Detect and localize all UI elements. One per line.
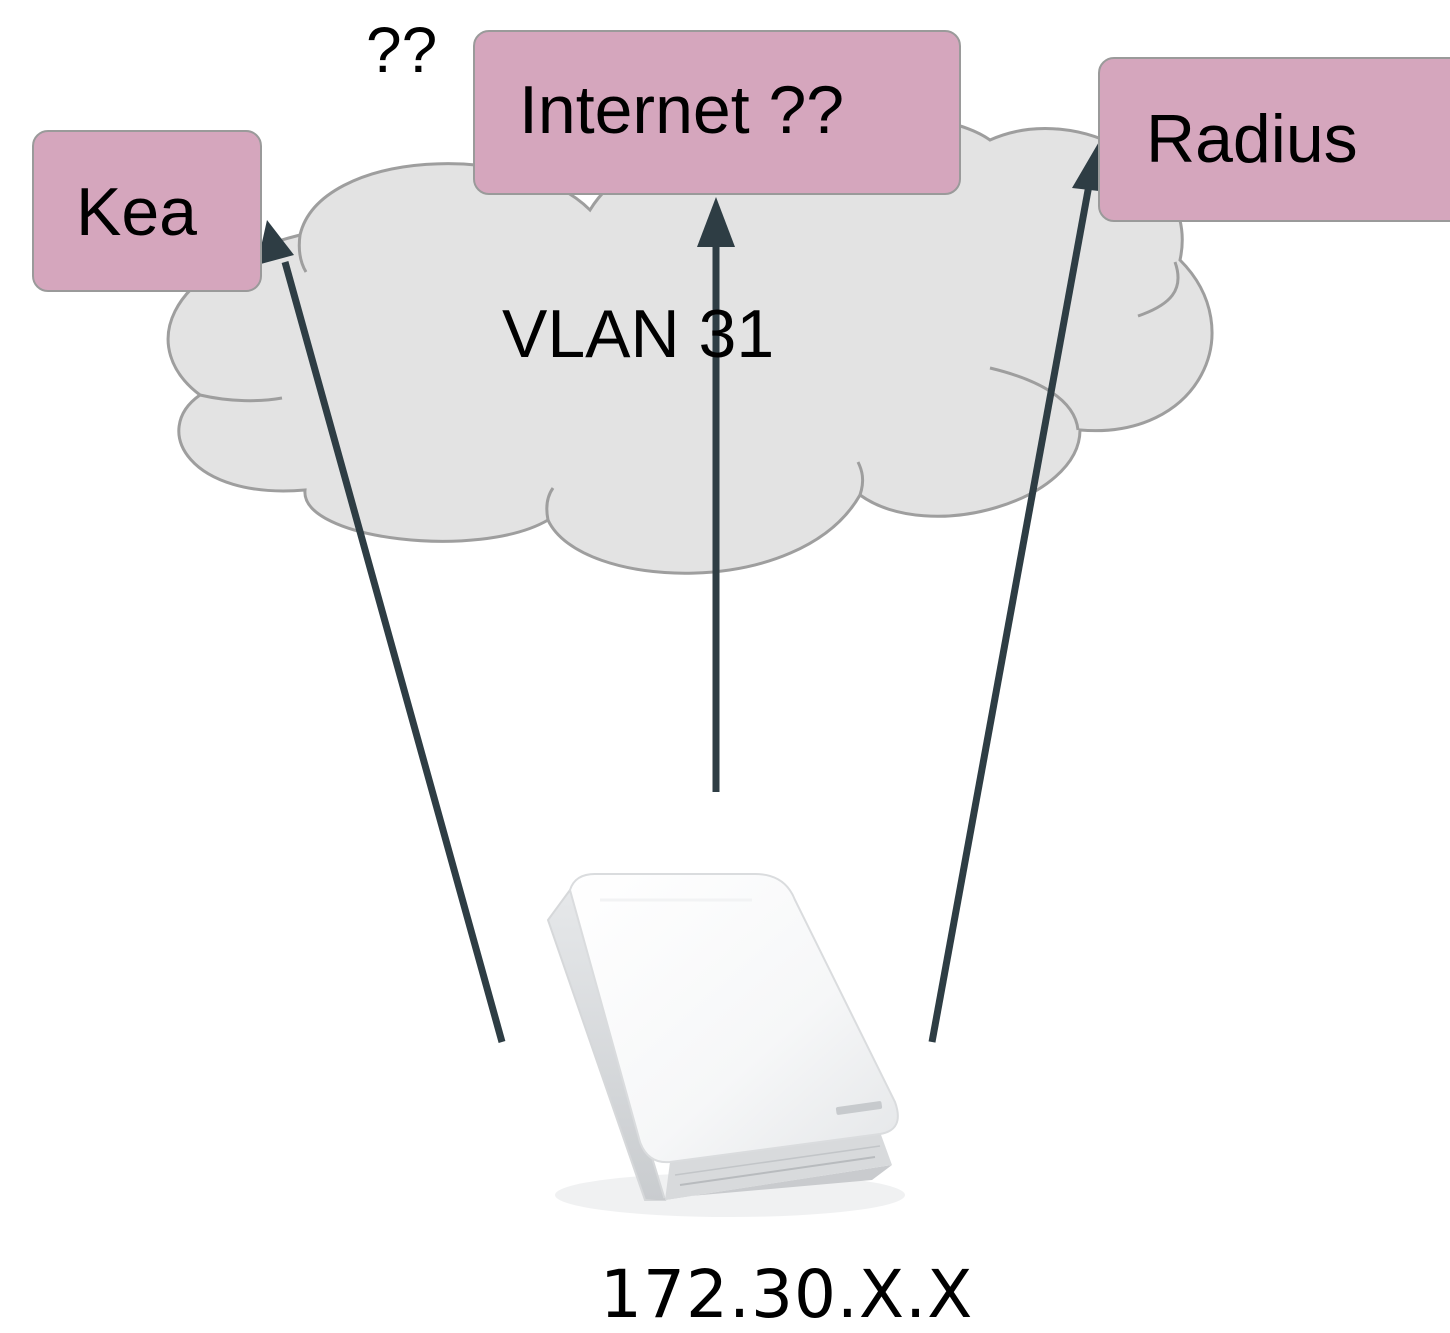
internet-node: Internet ?? [473, 30, 961, 195]
arrowhead-icon [257, 220, 294, 265]
arrowhead-icon [697, 197, 735, 247]
vlan-label: VLAN 31 [502, 296, 775, 372]
access-point-icon [546, 873, 905, 1217]
edge-to-kea [257, 220, 506, 1043]
edge-to-internet [697, 197, 735, 792]
radius-node: Radius [1098, 57, 1450, 222]
internet-label: Internet ?? [519, 72, 845, 148]
kea-label: Kea [76, 174, 197, 250]
question-annotation: ?? [366, 14, 438, 86]
device-ip-label: 172.30.X.X [600, 1256, 974, 1333]
radius-label: Radius [1146, 101, 1358, 177]
kea-node: Kea [32, 130, 262, 292]
